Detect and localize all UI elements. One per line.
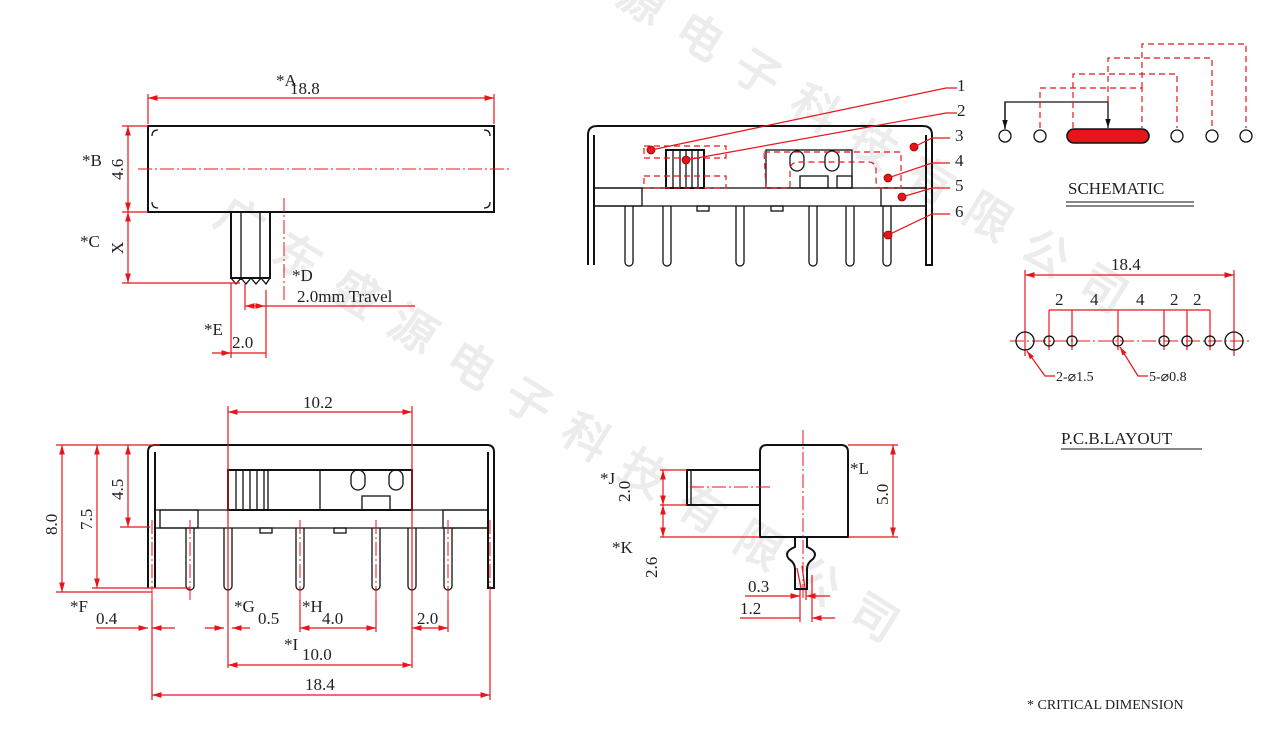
svg-text:5.0: 5.0 [873, 484, 892, 505]
svg-text:广东盛源电子科技有限公司: 广东盛源电子科技有限公司 [206, 186, 927, 664]
svg-text:*E: *E [204, 320, 223, 339]
svg-text:2.0: 2.0 [232, 333, 253, 352]
critical-dimension-note: * CRITICAL DIMENSION [1027, 698, 1184, 713]
pcb-title: P.C.B.LAYOUT [1061, 429, 1173, 448]
svg-text:*I: *I [284, 635, 299, 654]
svg-text:18.8: 18.8 [290, 79, 320, 98]
svg-text:广东盛源电子科技有限公司: 广东盛源电子科技有限公司 [435, 0, 1156, 336]
svg-text:*A: *A [276, 71, 298, 90]
callout-2: 2 [957, 101, 966, 120]
callout-3: 3 [955, 126, 964, 145]
svg-text:2.0: 2.0 [615, 481, 634, 502]
callout-4: 4 [955, 151, 964, 170]
svg-text:2.0mm Travel: 2.0mm Travel [297, 287, 393, 306]
svg-text:X: X [108, 242, 127, 254]
svg-text:18.4: 18.4 [1111, 255, 1141, 274]
svg-text:*F: *F [70, 597, 88, 616]
callout-5: 5 [955, 176, 964, 195]
side-view: *J 2.0 *K 2.6 *L 5.0 0.3 1.2 [600, 430, 898, 622]
internal-view: 1 2 3 4 5 6 [587, 76, 966, 267]
svg-text:2.6: 2.6 [642, 557, 661, 578]
svg-text:*D: *D [292, 266, 313, 285]
svg-text:*L: *L [850, 459, 869, 478]
watermark: 广东盛源电子科技有限公司 广东盛源电子科技有限公司 [206, 0, 1156, 664]
front-view: 4.5 7.5 8.0 10.2 *F 0.4 *G0.5 *H4.0 2.0 *… [42, 393, 495, 700]
svg-text:2: 2 [1055, 290, 1064, 309]
svg-text:0.4: 0.4 [96, 609, 118, 628]
svg-text:2-⌀1.5: 2-⌀1.5 [1056, 370, 1094, 385]
callout-6: 6 [955, 202, 964, 221]
svg-text:4: 4 [1136, 290, 1145, 309]
schematic: SCHEMATIC [998, 43, 1253, 207]
svg-text:7.5: 7.5 [77, 509, 96, 530]
svg-text:4.6: 4.6 [108, 159, 127, 180]
svg-text:5-⌀0.8: 5-⌀0.8 [1149, 370, 1187, 385]
svg-text:*G: *G [234, 597, 255, 616]
svg-text:4.5: 4.5 [108, 479, 127, 500]
top-view: *A 18.8 *B 4.6 *C X *D 2.0mm Travel *E 2… [80, 71, 512, 358]
svg-text:10.0: 10.0 [302, 645, 332, 664]
svg-text:0.5: 0.5 [258, 609, 279, 628]
svg-text:0.3: 0.3 [748, 577, 769, 596]
pcb-layout: 18.4 2 4 4 2 2 2-⌀1.5 5-⌀0.8 P.C.B.LAYOU… [1010, 255, 1250, 450]
svg-text:4: 4 [1090, 290, 1099, 309]
svg-text:*H: *H [302, 597, 323, 616]
svg-text:*B: *B [82, 151, 102, 170]
callout-1: 1 [957, 76, 966, 95]
svg-text:*K: *K [612, 538, 634, 557]
svg-text:1.2: 1.2 [740, 599, 761, 618]
svg-text:*J: *J [600, 469, 616, 488]
svg-text:2: 2 [1193, 290, 1202, 309]
schematic-title: SCHEMATIC [1068, 179, 1164, 198]
svg-text:2.0: 2.0 [417, 609, 438, 628]
svg-text:10.2: 10.2 [303, 393, 333, 412]
svg-text:18.4: 18.4 [305, 675, 335, 694]
svg-text:8.0: 8.0 [42, 514, 61, 535]
svg-text:4.0: 4.0 [322, 609, 343, 628]
svg-text:*C: *C [80, 232, 100, 251]
svg-text:2: 2 [1170, 290, 1179, 309]
